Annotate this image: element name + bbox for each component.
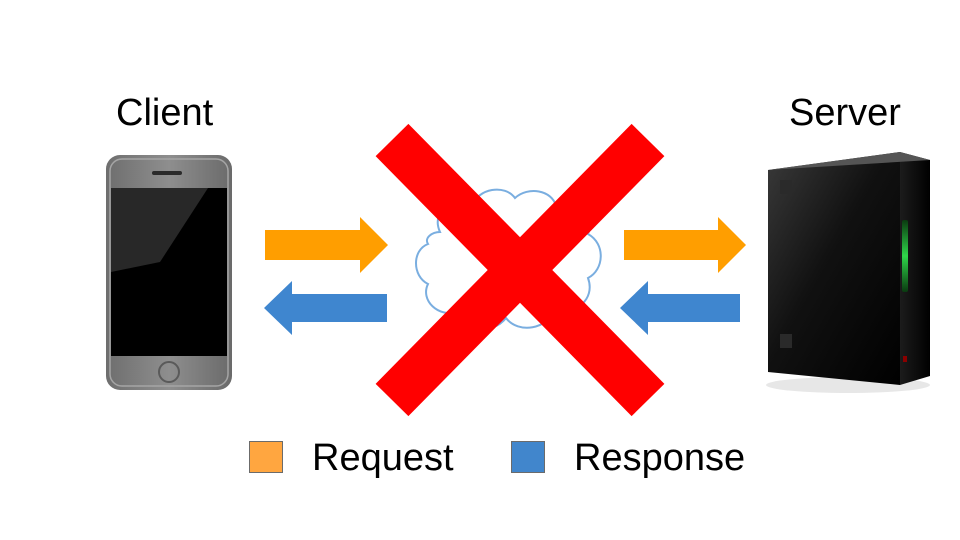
legend-request-swatch (249, 441, 283, 473)
legend-request-label: Request (312, 437, 454, 479)
client-response-arrow (264, 281, 387, 335)
client-label: Client (116, 92, 214, 134)
smartphone-icon (106, 155, 232, 390)
server-request-arrow (624, 217, 746, 273)
legend-response-label: Response (574, 437, 746, 479)
server-response-arrow (620, 281, 740, 335)
server-label: Server (789, 92, 901, 134)
red-x-icon (375, 123, 665, 417)
client-request-arrow (265, 217, 388, 273)
server-tower-icon (766, 152, 930, 393)
legend-response-swatch (511, 441, 545, 473)
